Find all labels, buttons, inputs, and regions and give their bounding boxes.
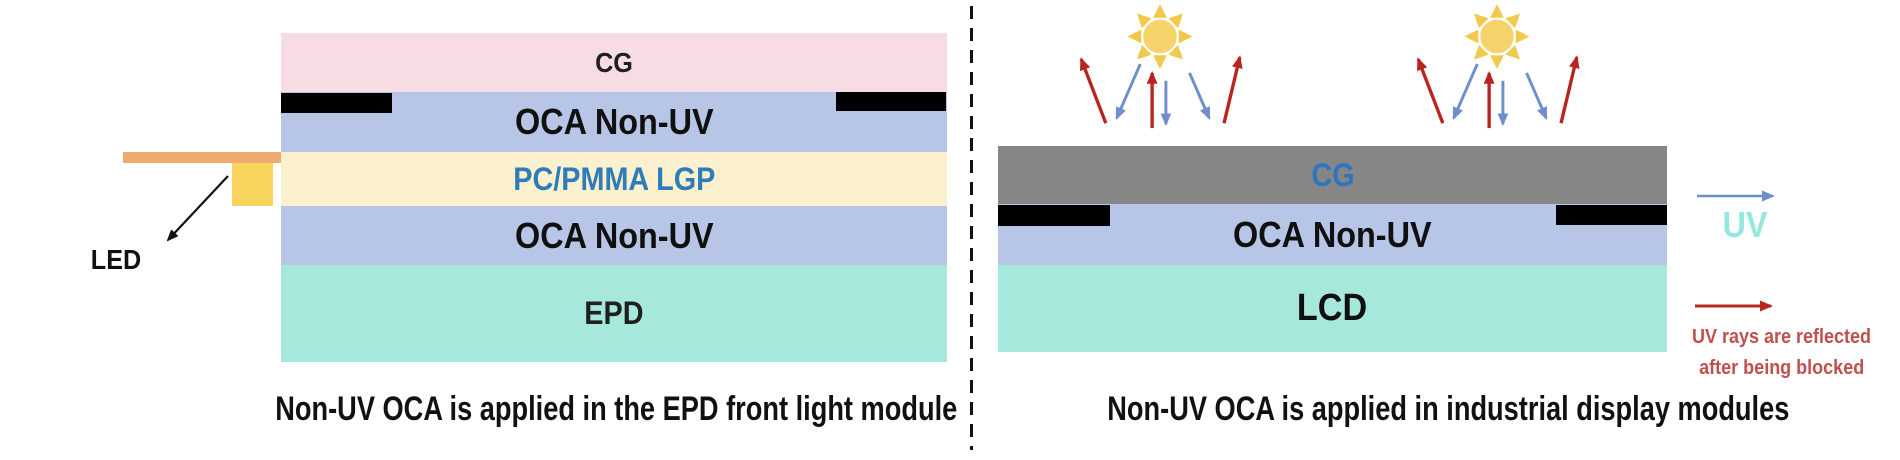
- layer-oca-bottom: OCA Non-UV: [281, 206, 947, 265]
- layer-label: EPD: [584, 295, 644, 331]
- led-label: LED: [90, 244, 142, 275]
- fpc-strip: [123, 152, 281, 163]
- layer-label: PC/PMMA LGP: [512, 160, 716, 197]
- layer-label: OCA Non-UV: [514, 214, 714, 256]
- uv-label: UV: [1722, 204, 1768, 245]
- bezel-bar: [1556, 205, 1667, 225]
- reflected-uv-arrow-icon: [1695, 300, 1773, 312]
- sun-icon: [1127, 3, 1193, 69]
- layer-label: OCA Non-UV: [1233, 213, 1432, 255]
- layer-cover-glass: CG: [998, 146, 1667, 204]
- bezel-bar: [836, 92, 946, 111]
- led-pointer-arrow-icon: [166, 175, 229, 242]
- reflected-note-line2: after being blocked: [1699, 357, 1865, 379]
- sun-uv-rays-icon: [1079, 3, 1243, 129]
- left-caption: Non-UV OCA is applied in the EPD front l…: [275, 390, 958, 428]
- right-caption: Non-UV OCA is applied in industrial disp…: [1107, 390, 1790, 428]
- layer-lcd: LCD: [998, 265, 1667, 352]
- layer-light-guide: PC/PMMA LGP: [281, 152, 947, 206]
- layer-label: CG: [595, 46, 633, 78]
- layer-oca-top: OCA Non-UV: [281, 92, 947, 152]
- layer-label: CG: [1310, 156, 1355, 193]
- layer-epd: EPD: [281, 265, 947, 362]
- layer-label: OCA Non-UV: [514, 101, 714, 142]
- reflected-note-line1: UV rays are reflected: [1692, 326, 1872, 348]
- led-chip: [232, 163, 273, 206]
- panel-divider: [970, 6, 973, 450]
- bezel-bar: [998, 205, 1110, 226]
- layer-label: LCD: [1297, 287, 1368, 329]
- layer-cover-glass: CG: [281, 33, 947, 92]
- sun-uv-rays-icon: [1416, 3, 1580, 129]
- reflected-note: UV rays are reflected after being blocke…: [1664, 322, 1900, 384]
- bezel-bar: [281, 93, 392, 113]
- sun-icon: [1464, 3, 1530, 69]
- incoming-uv-arrow-icon: [1697, 190, 1775, 202]
